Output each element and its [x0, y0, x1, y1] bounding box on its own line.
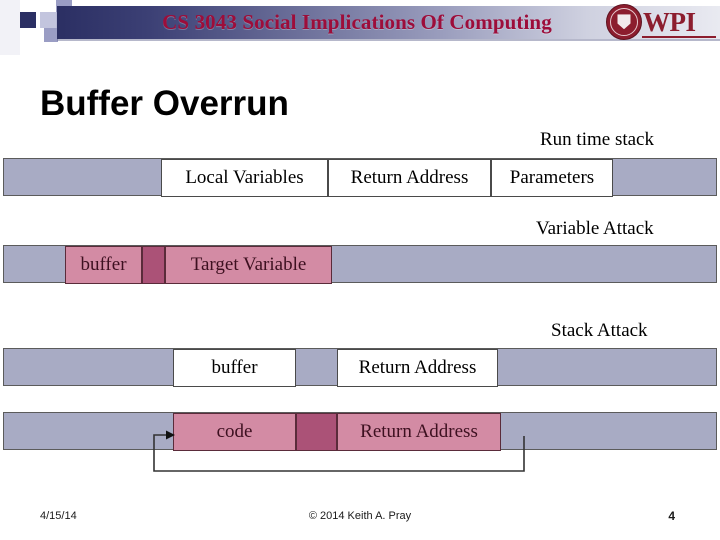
row-label-1: Variable Attack	[536, 218, 654, 239]
stack-cell-buffer: buffer	[65, 246, 142, 284]
stack-cell-return-address: Return Address	[328, 159, 491, 197]
header-rule	[57, 39, 720, 41]
wpi-underline	[642, 36, 716, 38]
stack-bar-2: buffer Return Address	[3, 348, 717, 387]
page-title: Buffer Overrun	[40, 84, 289, 123]
footer-copyright: © 2014 Keith A. Pray	[308, 510, 412, 522]
footer-date: 4/15/14	[40, 510, 77, 522]
stack-bar-1: buffer Target Variable	[3, 245, 717, 284]
stack-cell-code: code	[173, 413, 296, 451]
deco-square-1	[40, 0, 56, 12]
deco-square-7	[0, 0, 20, 55]
stack-cell-darkpink-spacer	[296, 413, 337, 451]
stack-cell-buffer: buffer	[173, 349, 296, 387]
stack-bar-3: code Return Address	[3, 412, 717, 451]
deco-square-2	[40, 12, 56, 28]
footer: 4/15/14 © 2014 Keith A. Pray 4	[0, 505, 720, 529]
deco-square-0	[20, 12, 36, 28]
footer-page-number: 4	[668, 509, 675, 523]
return-address-overwrite-arrow	[153, 430, 525, 472]
deco-square-5	[30, 28, 44, 42]
shield-icon	[617, 14, 631, 30]
stack-cell-darkpink-spacer	[142, 246, 165, 284]
wpi-seal-icon	[606, 4, 642, 40]
course-title: CS 3043 Social Implications Of Computing	[162, 10, 552, 34]
stack-cell-parameters: Parameters	[491, 159, 613, 197]
stack-cell-return-address: Return Address	[337, 413, 501, 451]
wpi-logo: WPI	[606, 3, 718, 41]
stack-cell-return-address: Return Address	[337, 349, 498, 387]
stack-cell-target-variable: Target Variable	[165, 246, 332, 284]
wpi-wordmark: WPI	[643, 6, 696, 37]
row-label-0: Run time stack	[540, 129, 654, 150]
deco-square-6	[44, 28, 58, 42]
stack-cell-local-variables: Local Variables	[161, 159, 328, 197]
row-label-2: Stack Attack	[551, 320, 648, 341]
